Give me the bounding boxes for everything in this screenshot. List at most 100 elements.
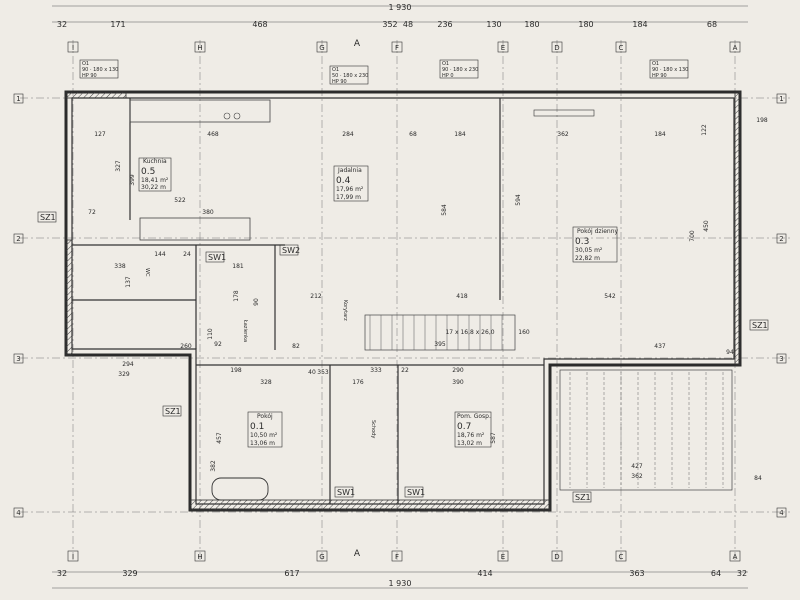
svg-text:17,99 m: 17,99 m (336, 194, 361, 201)
bottom-dim-1: 329 (122, 569, 137, 578)
interior-dim-32: 382 (210, 460, 217, 472)
axis-bubble (67, 41, 79, 53)
interior-dim-49: 90 (253, 298, 260, 306)
bottom-dim-6: 32 (737, 569, 747, 578)
interior-dim-39: 327 (115, 160, 122, 172)
svg-text:3: 3 (16, 355, 20, 363)
svg-text:O1: O1 (652, 61, 659, 67)
axis-label: H (197, 553, 202, 561)
window-tag-4: O1 90 · 180 x 130 HP 90 (649, 59, 688, 79)
axis-bubble (391, 550, 403, 562)
axis-bubble (615, 41, 627, 53)
bathtub (211, 477, 269, 501)
svg-text:4: 4 (16, 509, 21, 517)
axis-bubble (497, 41, 509, 53)
interior-dim-2: 284 (342, 131, 354, 138)
interior-dim-35: 584 (441, 204, 448, 216)
interior-dim-14: 24 (183, 251, 191, 258)
axis-label: F (395, 44, 399, 52)
axis-label: I (72, 44, 74, 52)
top-dim-2: 468 (252, 20, 267, 29)
interior-dim-0: 127 (94, 131, 106, 138)
svg-text:SW1: SW1 (208, 253, 226, 262)
exterior-walls (64, 90, 742, 512)
top-dim-7: 180 (524, 20, 539, 29)
interior-dim-17: 212 (310, 293, 322, 300)
svg-text:SW2: SW2 (282, 246, 300, 255)
axis-label: A (733, 553, 738, 561)
svg-text:3: 3 (779, 355, 783, 363)
top-dim-9: 184 (632, 20, 647, 29)
svg-text:O1: O1 (332, 67, 339, 73)
interior-dim-16: 137 (125, 276, 132, 288)
room-label-corridor: Korytarz (342, 300, 348, 321)
room-label-dining: Jadalnia 0.4 17,96 m² 17,99 m (333, 165, 369, 202)
svg-text:Pokój: Pokój (257, 413, 273, 420)
svg-text:13,06 m: 13,06 m (250, 440, 275, 447)
svg-text:HP 90: HP 90 (82, 73, 97, 79)
top-dim-10: 68 (707, 20, 717, 29)
svg-text:30,22 m: 30,22 m (141, 184, 166, 191)
svg-text:22,82 m: 22,82 m (575, 255, 600, 262)
svg-text:Pom. Gosp.: Pom. Gosp. (457, 413, 491, 420)
top-dim-5: 236 (437, 20, 452, 29)
svg-text:90 · 180 x 130: 90 · 180 x 130 (652, 67, 688, 73)
axis-label: I (72, 553, 74, 561)
window-tag-2: O1 50 · 180 x 230 HP 90 (329, 65, 368, 85)
svg-text:SZ1: SZ1 (575, 493, 591, 502)
axis-label: H (197, 44, 202, 52)
interior-dim-41: 362 (631, 473, 643, 480)
svg-text:SW1: SW1 (407, 488, 425, 497)
axis-label: F (395, 553, 399, 561)
room-label-wc: WC (144, 268, 150, 277)
interior-dim-15: 181 (232, 263, 244, 270)
interior-dim-22: 329 (118, 371, 130, 378)
svg-text:HP 90: HP 90 (332, 79, 347, 85)
svg-text:Kuchnia: Kuchnia (143, 158, 167, 165)
svg-text:Jadalnia: Jadalnia (337, 167, 362, 174)
svg-text:90 · 180 x 130: 90 · 180 x 130 (82, 67, 118, 73)
interior-dim-42: 84 (754, 475, 762, 482)
interior-dim-4: 184 (454, 131, 466, 138)
interior-dim-25: 40 (308, 369, 316, 376)
section-marker-bottom: A (354, 549, 361, 559)
axis-label: E (501, 553, 505, 561)
axis-bubble (615, 550, 627, 562)
interior-dim-40: 427 (631, 463, 643, 470)
tag-sz1-right: SZ1 (749, 319, 769, 331)
interior-dim-19: 542 (604, 293, 616, 300)
interior-dim-13: 144 (154, 251, 166, 258)
svg-text:10,50 m²: 10,50 m² (250, 432, 278, 439)
interior-dim-6: 184 (654, 131, 666, 138)
interior-dim-50: 110 (207, 328, 214, 340)
svg-text:O1: O1 (442, 61, 449, 67)
interior-dim-18: 418 (456, 293, 468, 300)
axis-bubble (316, 550, 328, 562)
interior-dim-51: 92 (214, 341, 222, 348)
interior-dim-12: 338 (114, 263, 126, 270)
axis-bubble (316, 41, 328, 53)
interior-dim-21: 294 (122, 361, 134, 368)
svg-text:4: 4 (779, 509, 784, 517)
axis-label: D (554, 553, 559, 561)
staircase (364, 314, 516, 351)
interior-dim-1: 468 (207, 131, 219, 138)
top-total-dim: 1 930 (389, 3, 412, 12)
kitchen-counter (129, 99, 271, 241)
interior-dim-28: 22 (401, 367, 409, 374)
tag-sz1-left2: SZ1 (162, 405, 182, 417)
top-dim-6: 130 (486, 20, 501, 29)
axis-label: D (554, 44, 559, 52)
svg-text:30,05 m²: 30,05 m² (575, 247, 603, 254)
svg-text:2: 2 (779, 235, 783, 243)
bottom-dim-5: 64 (711, 569, 721, 578)
top-dim-1: 171 (110, 20, 125, 29)
interior-dim-34: 594 (515, 194, 522, 206)
interior-dim-47: 17 x 16,8 x 26,0 (445, 329, 494, 336)
tag-sw1-a: SW1 (205, 251, 226, 263)
svg-text:O1: O1 (82, 61, 89, 67)
interior-dim-43: 94 (726, 349, 734, 356)
